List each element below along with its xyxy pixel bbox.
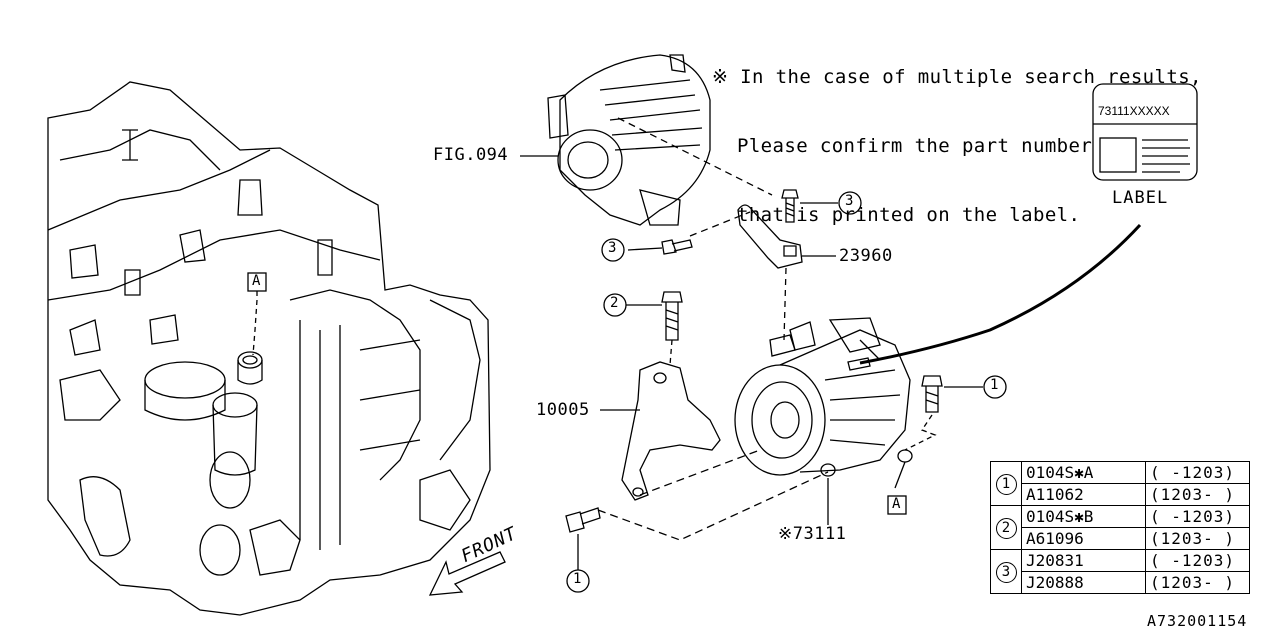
callout-part-73111[interactable]: ※73111 [778,524,847,544]
bolt-ref-1-right[interactable]: 1 [990,377,999,393]
alternator-drawing [547,54,711,226]
legend-part-number[interactable]: 0104S✱A [1021,461,1146,484]
legend-part-number[interactable]: J20831 [1021,549,1146,572]
label-caption: LABEL [1112,188,1169,208]
legend-part-number[interactable]: A11062 [1021,483,1146,506]
mount-bracket-10005-drawing [621,361,721,501]
legend-ref-2: 2 [995,518,1017,539]
callout-part-10005[interactable]: 10005 [536,400,590,420]
note-line-2: Please confirm the part number [737,135,1093,157]
marker-a-compressor: A [892,496,901,512]
legend-ref-3: 3 [995,562,1017,583]
note-line-3: that is printed on the label. [737,204,1081,226]
legend-date-range: (1203- ) [1145,483,1250,506]
note-line-1: ※ In the case of multiple search results… [712,66,1202,88]
legend-ref-cell: 2 [990,505,1022,550]
label-card [1092,83,1198,181]
legend-date-range: (1203- ) [1145,571,1250,594]
callout-fig-094[interactable]: FIG.094 [433,145,509,165]
bolt-ref-1-lower[interactable]: 1 [573,571,582,587]
diagram-reference-number: A732001154 [1147,612,1248,630]
label-card-code: 73111XXXXX [1098,104,1170,118]
callout-part-23960[interactable]: 23960 [839,246,893,266]
legend-row[interactable]: 3 J20831 ( -1203) [990,549,1250,594]
legend-part-number[interactable]: J20888 [1021,571,1146,594]
bolt-3-left [661,239,693,255]
legend-row[interactable]: A11062 (1203- ) [991,483,1250,506]
legend-date-range: ( -1203) [1145,549,1250,572]
legend-row[interactable]: 2 0104S✱B ( -1203) [990,505,1250,550]
bolt-ref-3-left[interactable]: 3 [608,240,617,256]
legend-part-number[interactable]: 0104S✱B [1021,505,1146,528]
legend-row[interactable]: A61096 (1203- ) [991,527,1250,550]
legend-row[interactable]: J20888 (1203- ) [991,571,1250,594]
compressor-drawing [734,317,913,477]
engine-block-drawing [47,81,491,616]
legend-row[interactable]: 1 0104S✱A ( -1203) [990,461,1250,506]
legend-date-range: ( -1203) [1145,461,1250,484]
bolt-1-right [921,375,943,413]
legend-ref-cell: 1 [990,461,1022,506]
legend-date-range: (1203- ) [1145,527,1250,550]
bolt-1-lower [565,507,601,533]
bolt-2 [661,291,683,341]
bolt-3-upper [781,189,799,223]
bracket-23960-drawing [737,204,803,269]
legend-date-range: ( -1203) [1145,505,1250,528]
multiple-results-note: ※ In the case of multiple search results… [712,20,1202,250]
parts-legend-table: 1 0104S✱A ( -1203) A11062 (1203- ) 2 010… [990,461,1250,594]
bolt-ref-2[interactable]: 2 [610,295,619,311]
bolt-ref-3-upper[interactable]: 3 [845,193,854,209]
legend-part-number[interactable]: A61096 [1021,527,1146,550]
marker-a-engine: A [252,273,261,289]
legend-ref-1: 1 [995,474,1017,495]
legend-ref-cell: 3 [990,549,1022,594]
